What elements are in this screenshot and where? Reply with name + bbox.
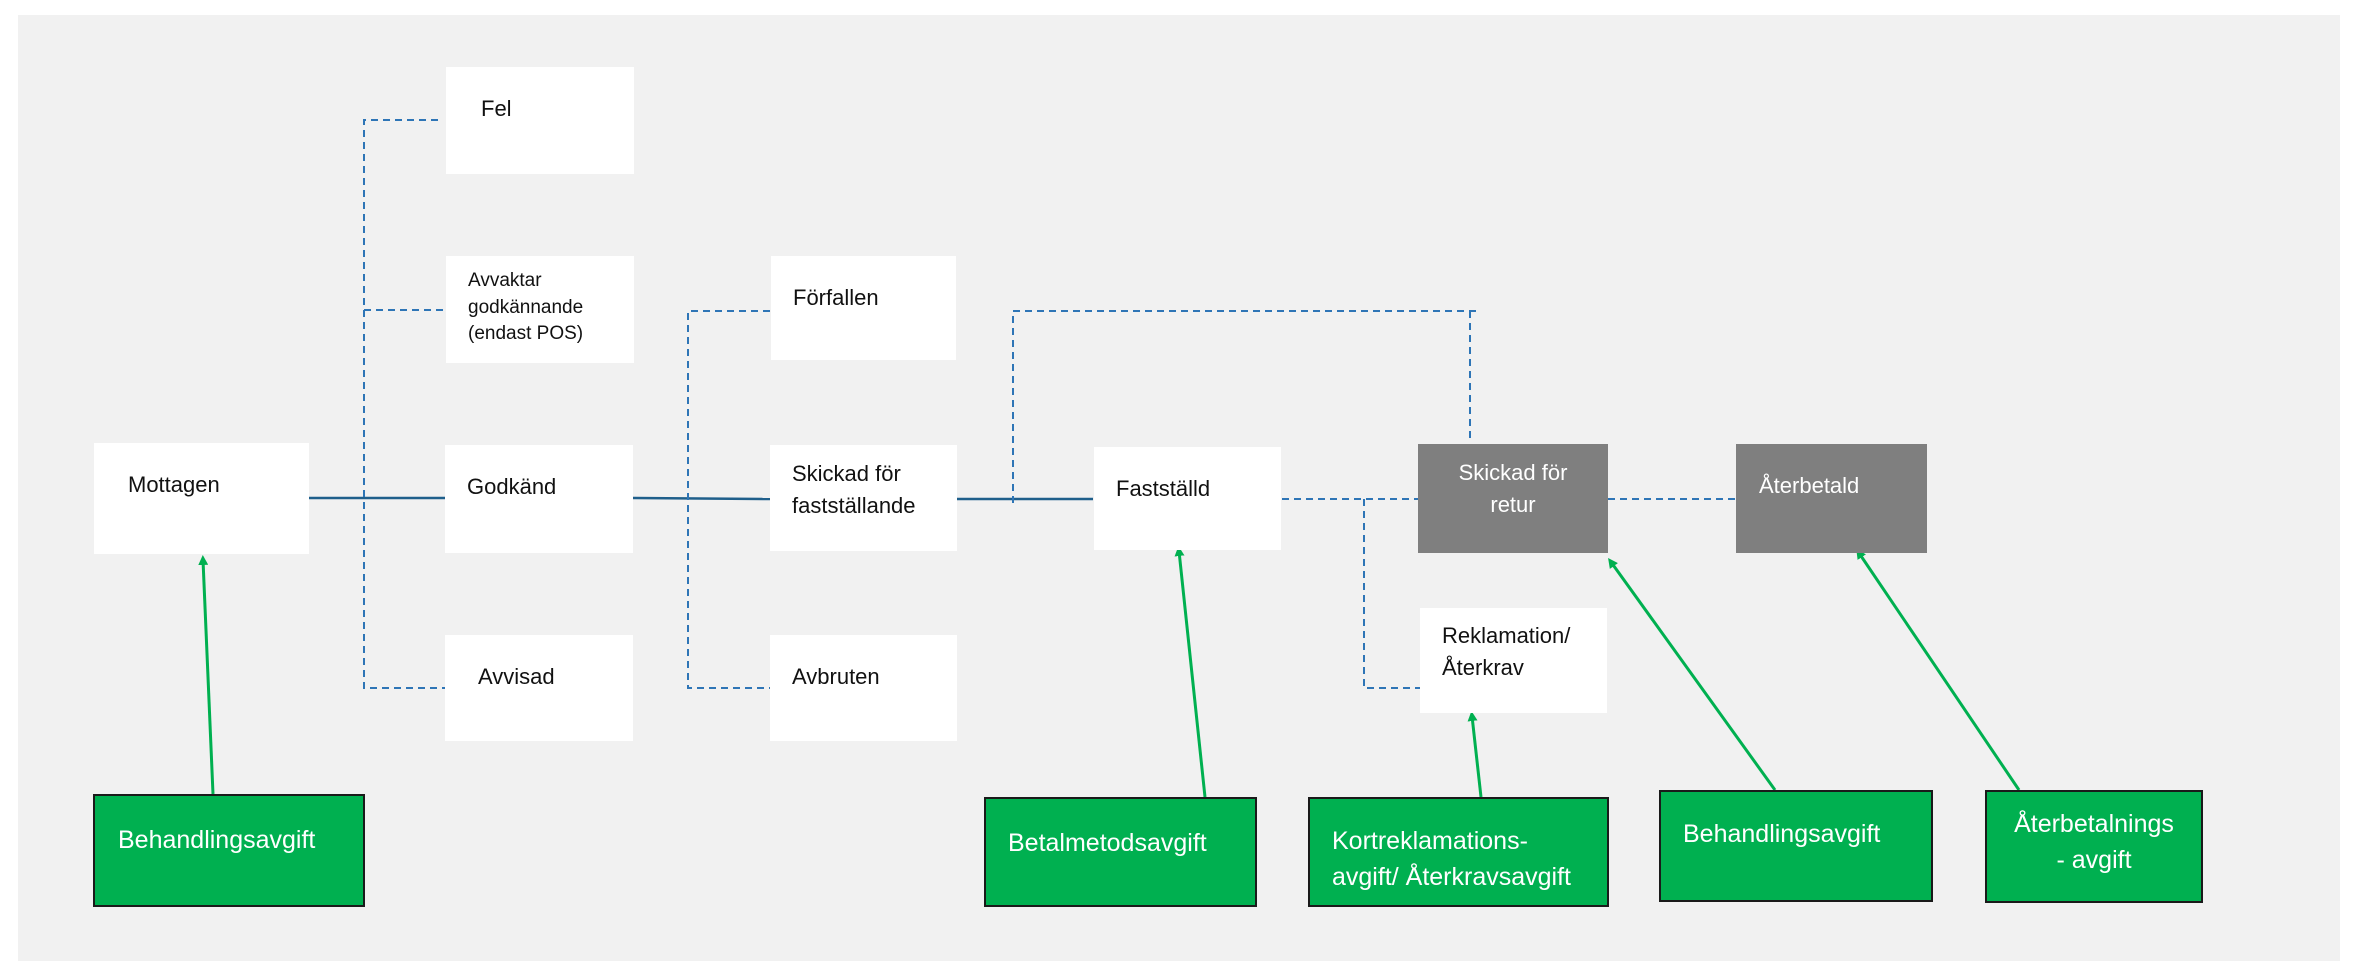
connector-godkand-branch [363,119,445,689]
status-avvisad-label: Avvisad [478,664,555,689]
status-faststalld: Fastställd [1094,447,1281,550]
fee-kortreklamation: Kortreklamations- avgift/ Återkravsavgif… [1308,797,1609,907]
fee-kortreklamation-label: Kortreklamations- avgift/ Återkravsavgif… [1332,827,1571,892]
fee-behandlingsavgift-mottagen-label: Behandlingsavgift [118,826,316,854]
status-skickad-retur: Skickad för retur [1418,444,1608,553]
status-avvaktar-label: Avvaktar godkännande (endast POS) [468,270,584,345]
status-godkand-label: Godkänd [467,474,557,499]
status-forfallen: Förfallen [771,256,956,360]
status-reklamation-label: Reklamation/ Återkrav [1442,623,1571,680]
arrow-aterbetalning-aterbetald [1856,548,2021,791]
status-godkand: Godkänd [445,445,633,553]
fee-behandlingsavgift-mottagen: Behandlingsavgift [93,794,365,907]
status-skickad-faststallande-label: Skickad för fastställande [792,461,916,518]
arrow-behandlingsavgift-mottagen [198,555,215,795]
connector-skickad-branch [687,310,770,689]
status-mottagen: Mottagen [94,443,309,554]
alt-flow-connectors [363,119,1738,689]
fee-behandlingsavgift-retur: Behandlingsavgift [1659,790,1933,902]
arrow-behandlingsavgift-retur [1608,557,1777,791]
status-forfallen-label: Förfallen [793,285,879,310]
arrow-kortreklamation-reklamation [1467,711,1483,798]
arrow-betalmetodsavgift-faststalld [1174,546,1207,798]
fee-behandlingsavgift-retur-label: Behandlingsavgift [1683,820,1881,848]
status-fel-label: Fel [481,96,512,121]
status-faststalld-label: Fastställd [1116,476,1211,501]
status-avvisad: Avvisad [445,635,633,741]
status-aterbetald: Återbetald [1736,444,1927,553]
status-avbruten: Avbruten [770,635,957,741]
status-reklamation: Reklamation/ Återkrav [1420,608,1607,713]
connector-to-reklamation [1363,499,1420,689]
status-skickad-faststallande: Skickad för fastställande [770,445,957,551]
main-flow-connectors [309,496,1093,501]
connector-godkand-skickad [631,496,771,501]
connector-return-loop [1012,310,1481,503]
fee-aterbetalningsavgift-label: Återbetalnings - avgift [2014,810,2174,875]
status-avbruten-label: Avbruten [792,664,880,689]
fee-arrows [198,546,2021,798]
status-skickad-retur-label: Skickad för retur [1458,460,1568,517]
status-mottagen-label: Mottagen [128,472,220,497]
status-fel: Fel [446,67,634,174]
status-avvaktar: Avvaktar godkännande (endast POS) [446,256,634,363]
status-aterbetald-label: Återbetald [1759,473,1860,498]
fee-betalmetodsavgift-label: Betalmetodsavgift [1008,829,1207,857]
fee-aterbetalningsavgift: Återbetalnings - avgift [1985,790,2203,903]
fee-betalmetodsavgift: Betalmetodsavgift [984,797,1257,907]
